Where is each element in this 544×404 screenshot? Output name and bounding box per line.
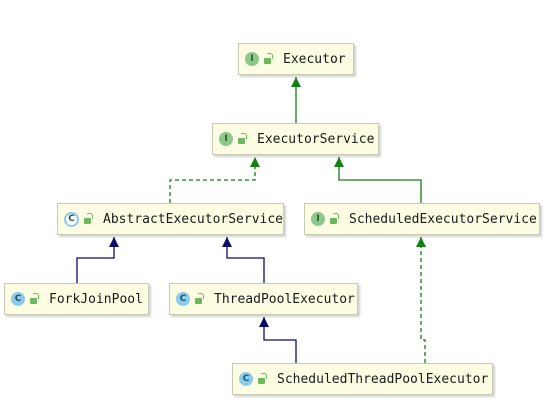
node-label: AbstractExecutorService	[103, 211, 284, 227]
node-label: ForkJoinPool	[49, 291, 143, 307]
abstract-class-badge-icon: C	[64, 211, 79, 227]
node-executor-service[interactable]: I ExecutorService	[212, 123, 379, 155]
node-scheduled-executor-service[interactable]: I ScheduledExecutorService	[304, 203, 540, 235]
class-badge-icon: C	[176, 292, 190, 306]
class-badge-icon: C	[239, 372, 253, 386]
unlocked-icon	[237, 133, 247, 145]
node-thread-pool-executor[interactable]: C ThreadPoolExecutor	[169, 283, 358, 315]
node-label: ScheduledExecutorService	[349, 211, 537, 227]
class-badge-icon: C	[11, 292, 25, 306]
edge-arrowhead	[416, 237, 426, 247]
node-label: ScheduledThreadPoolExecutor	[277, 371, 489, 387]
interface-badge-icon: I	[219, 132, 233, 146]
node-label: ThreadPoolExecutor	[214, 291, 355, 307]
interface-badge-icon: I	[245, 52, 259, 66]
unlocked-icon	[194, 293, 204, 305]
node-abstract-executor-service[interactable]: C AbstractExecutorService	[57, 203, 284, 235]
edge-arrowhead	[291, 77, 301, 87]
edge-scheduled_thread_pool_executor-to-scheduled_executor_service	[420, 237, 426, 363]
edge-fork_join_pool-to-abstract_executor_service	[76, 237, 115, 283]
node-scheduled-thread-pool-executor[interactable]: C ScheduledThreadPoolExecutor	[232, 363, 493, 395]
edge-abstract_executor_service-to-executor_service	[169, 157, 256, 203]
node-label: ExecutorService	[257, 131, 375, 147]
edge-arrowhead	[334, 157, 344, 167]
node-executor[interactable]: I Executor	[238, 43, 354, 75]
edge-arrowhead	[222, 237, 232, 247]
unlocked-icon	[29, 293, 39, 305]
edge-scheduled_thread_pool_executor-to-thread_pool_executor	[263, 317, 297, 363]
node-label: Executor	[283, 51, 346, 67]
edge-arrowhead	[109, 237, 119, 247]
node-fork-join-pool[interactable]: C ForkJoinPool	[4, 283, 149, 315]
interface-badge-icon: I	[311, 212, 325, 226]
edge-thread_pool_executor-to-abstract_executor_service	[226, 237, 265, 283]
edge-scheduled_executor_service-to-executor_service	[338, 157, 422, 203]
edge-arrowhead	[259, 317, 269, 327]
unlocked-icon	[257, 373, 267, 385]
edge-arrowhead	[250, 157, 260, 167]
unlocked-icon	[83, 213, 93, 225]
unlocked-icon	[263, 53, 273, 65]
unlocked-icon	[329, 213, 339, 225]
